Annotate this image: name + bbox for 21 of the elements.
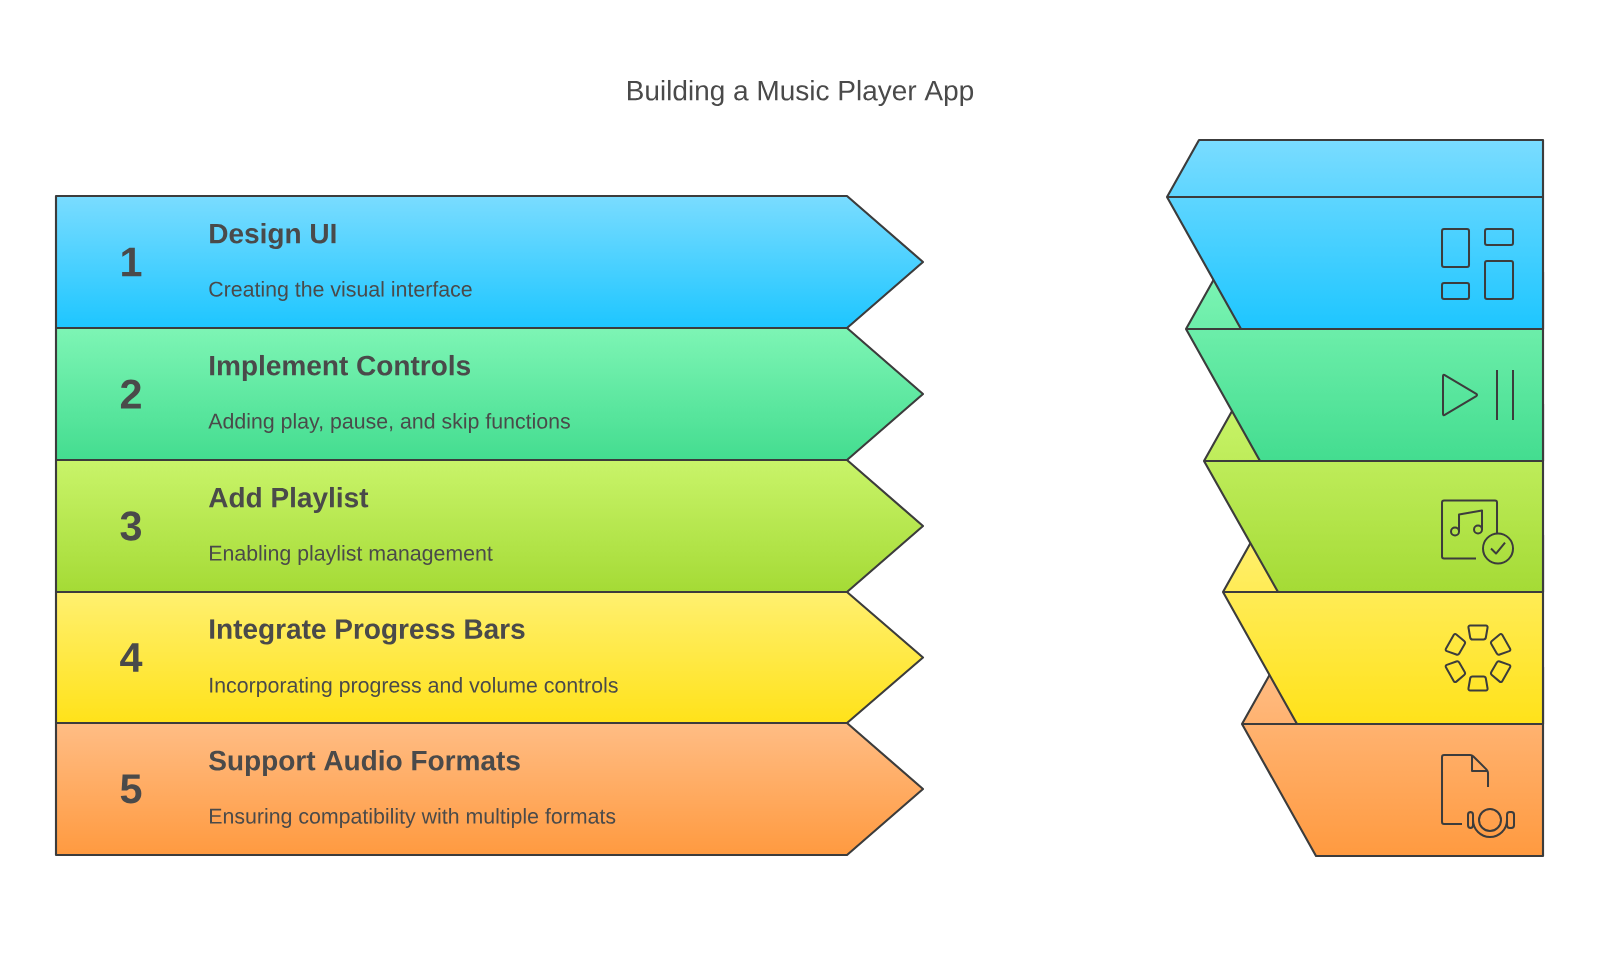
step-description: Creating the visual interface	[209, 281, 472, 301]
step-number: 2	[120, 379, 141, 409]
arrow-box	[54, 326, 925, 462]
step-number: 1	[122, 247, 142, 277]
step-description: Adding play, pause, and skip functions	[208, 413, 570, 433]
arrow-box	[54, 458, 925, 594]
step-title: Implement Controls	[210, 354, 470, 382]
arrow-box	[54, 590, 925, 725]
step-description: Incorporating progress and volume controls	[210, 677, 618, 697]
step-title: Design UI	[210, 222, 336, 250]
step-description: Ensuring compatibility with multiple formats	[210, 808, 616, 828]
step-number: 3	[120, 511, 141, 541]
step-title: Support Audio Formats	[209, 749, 520, 777]
title: Building a Music Player App	[628, 79, 974, 107]
arrow-box	[54, 721, 925, 857]
step-number: 5	[120, 774, 142, 804]
step-title: Add Playlist	[208, 486, 369, 514]
step-description: Enabling playlist management	[210, 545, 493, 565]
step-number: 4	[120, 643, 143, 672]
arrow-box	[54, 194, 925, 330]
step-title: Integrate Progress Bars	[210, 619, 525, 645]
